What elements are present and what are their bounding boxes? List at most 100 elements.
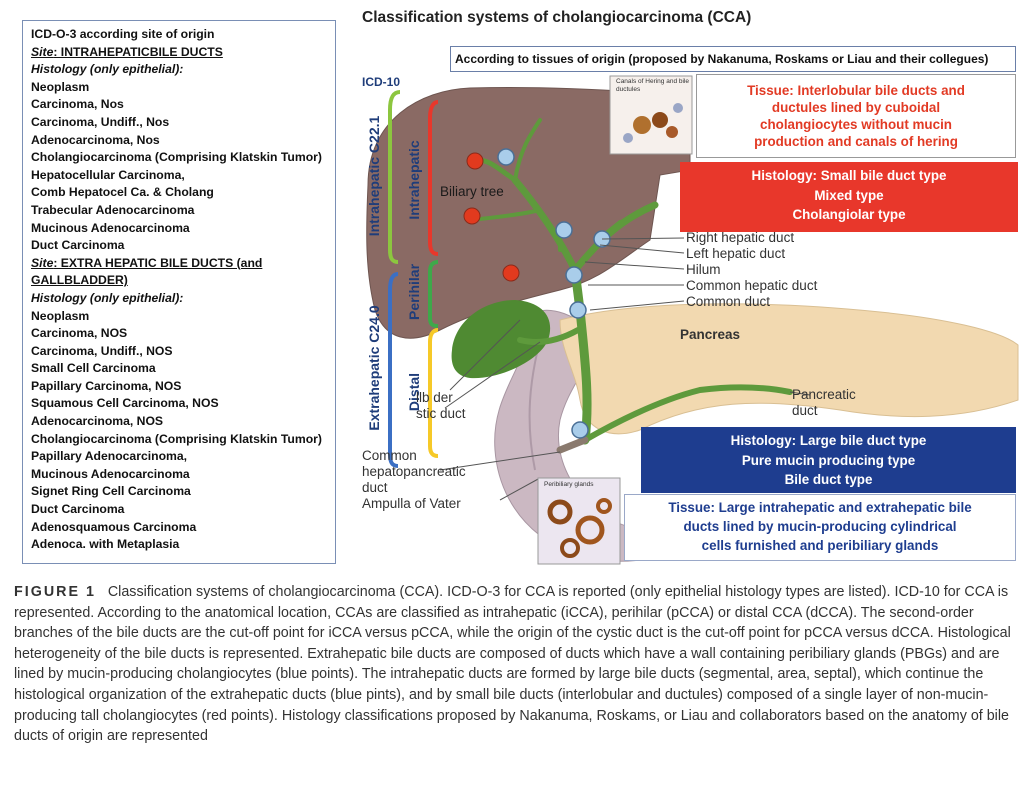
icd-o3-line: ICD-O-3 according site of origin [31,27,215,41]
icd-o3-line: Carcinoma, NOS [31,326,128,341]
icd-o3-line: GALLBLADDER) [31,273,128,288]
histology-thumbnail-top [609,75,693,155]
right-branch [511,176,579,274]
icd-o3-line: Comb Hepatocel Ca. & Cholang [31,185,214,200]
left-branch [571,201,659,274]
tissue-small-line: Tissue: Interlobular bile ducts and [747,83,965,98]
red-point [466,152,484,170]
blue-points [497,148,611,439]
biliary-tree-label: Biliary tree [440,184,504,199]
tissue-small-line: production and canals of hering [754,134,958,149]
icd-o3-line: Neoplasm [31,79,90,94]
blue-point [555,221,573,239]
cystic-duct [517,327,581,345]
intrahepatic-anatomic-bracket [428,100,439,256]
red-point [502,264,520,282]
right-hepatic-duct-label: Right hepatic duct [686,230,795,245]
blue-point [497,148,515,166]
histology-large-line: Bile duct type [784,472,873,487]
icd-o3-line: Neoplasm [31,308,90,323]
icd-o3-line: Histology (only epithelial): [31,62,184,77]
intrahepatic-label: Intrahepatic [406,140,422,220]
icd-o3-line: Small Cell Carcinoma [31,361,156,376]
histology-small-line: Histology: Small bile duct type [751,168,947,183]
icd-o3-line: Trabecular Adenocarcinoma [31,202,195,217]
histology-thumbnail-bottom [537,477,621,565]
ampulla-label: Ampulla of Vater [362,496,461,511]
pancreatic-duct-label-1: Pancreatic [792,387,856,402]
histology-small-duct-box: Histology: Small bile duct type Mixed ty… [680,162,1018,232]
icd-o3-line: Histology (only epithelial): [31,290,184,305]
common-hepatopancreatic-label-1: Common [362,448,417,463]
icd-o3-line: Squamous Cell Carcinoma, NOS [31,396,219,411]
origin-header: According to tissues of origin (proposed… [450,46,1016,72]
red-point [463,207,481,225]
caption-text: Classification systems of cholangiocarci… [14,584,1011,745]
thumbnail-bottom-caption: Peribiliary glands [544,481,594,488]
icd-o3-line: Mucinous Adenocarcinoma [31,220,190,235]
pancreatic-duct [582,384,793,443]
extrahepatic-bracket [388,272,399,468]
blue-point [569,301,587,319]
ampulla-stub [556,436,589,454]
icd-o3-line: Site: INTRAHEPATICBILE DUCTS [31,44,327,62]
tissue-large-duct-box: Tissue: Large intrahepatic and extrahepa… [624,494,1016,561]
hilum-label: Hilum [686,262,721,277]
pancreatic-duct-label-2: duct [792,403,818,418]
tissue-small-duct-box: Tissue: Interlobular bile ducts and duct… [696,74,1016,158]
distal-bracket [428,328,439,458]
icd-o3-line: Carcinoma, Undiff., Nos [31,114,170,129]
histology-small-line: Cholangiolar type [792,207,906,222]
figure-label: FIGURE 1 [14,584,96,600]
pancreas-label: Pancreas [680,327,741,342]
icd10-label: ICD-10 [362,75,401,89]
common-hepatopancreatic-label-2: hepatopancreatic [362,464,466,479]
icd-o3-line: Carcinoma, Undiff., NOS [31,343,173,358]
icd-o3-line: Papillary Carcinoma, NOS [31,378,182,393]
icd10-intrahepatic-label: Intrahepatic C22.1 [366,115,382,237]
site-name: : EXTRA HEPATIC BILE DUCTS (and [53,255,263,270]
icd-o3-line: Papillary Adenocarcinoma, [31,449,188,464]
tissue-large-line: Tissue: Large intrahepatic and extrahepa… [668,500,972,515]
site-prefix: Site [31,255,54,270]
icd10-extrahepatic-label: Extrahepatic C24.0 [366,305,382,431]
common-hepatopancreatic-label-3: duct [362,480,388,495]
perihilar-label: Perihilar [406,263,422,321]
blue-point [571,421,589,439]
icd-o3-line: Mucinous Adenocarcinoma [31,466,190,481]
icd-o3-line: Adenoca. with Metaplasia [31,537,180,552]
icd-o3-line: Site: EXTRA HEPATIC BILE DUCTS (and [31,255,327,273]
red-points [463,152,520,282]
icd-o3-line: Cholangiocarcinoma (Comprising Klatskin … [31,150,322,165]
perihilar-bracket [428,260,439,328]
icd-o3-line: Hepatocellular Carcinoma, [31,167,185,182]
gallbladder-label-fragment: llb der [416,390,453,405]
branch-b [513,118,542,182]
icd-o3-line: Signet Ring Cell Carcinoma [31,484,191,499]
histology-small-line: Mixed type [814,187,884,203]
icd-o3-line: Cholangiocarcinoma (Comprising Klatskin … [31,431,322,446]
common-hepatic-duct-label: Common hepatic duct [686,278,818,293]
common-duct-label: Common duct [686,294,771,309]
intrahepatic-bracket [388,90,401,264]
histology-large-line: Pure mucin producing type [741,452,916,468]
icd-o3-line: Adenocarcinoma, Nos [31,132,160,147]
diagram-title: Classification systems of cholangiocarci… [362,9,752,26]
tissue-small-line: cholangiocytes without mucin [760,117,952,132]
left-hepatic-duct-label: Left hepatic duct [686,246,786,261]
cystic-duct-label-fragment: stic duct [416,406,466,421]
anatomy-illustration [366,75,1019,565]
icd-o3-line: Duct Carcinoma [31,238,125,253]
figure-caption: FIGURE 1 Classification systems of chola… [14,582,1026,747]
site-name: : INTRAHEPATICBILE DUCTS [53,44,223,59]
tissue-large-line: ducts lined by mucin-producing cylindric… [683,519,957,534]
blue-point [565,266,583,284]
tissue-small-line: ductules lined by cuboidal [771,100,941,115]
histology-large-line: Histology: Large bile duct type [730,433,927,448]
icd-o3-line: Carcinoma, Nos [31,97,124,112]
icd-o3-line: Adenosquamous Carcinoma [31,519,197,534]
icd-o3-line: Duct Carcinoma [31,502,125,517]
site-prefix: Site [31,44,54,59]
icd-o3-line: Adenocarcinoma, NOS [31,414,164,429]
